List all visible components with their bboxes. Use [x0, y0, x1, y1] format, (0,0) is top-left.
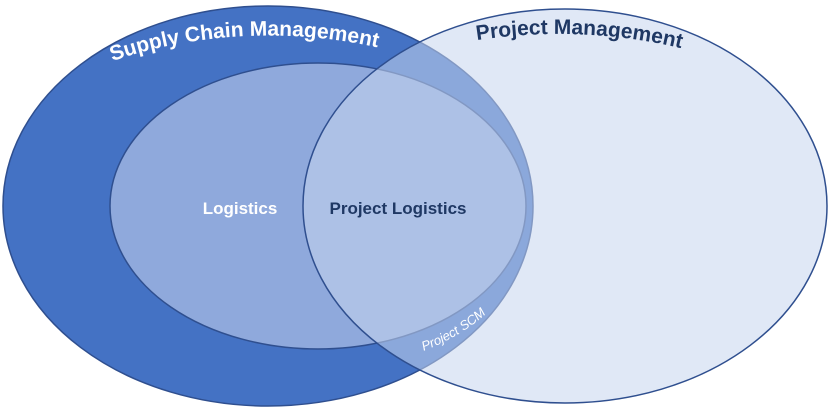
project-logistics-label: Project Logistics [330, 199, 467, 218]
pm-ellipse [302, 8, 828, 404]
logistics-label: Logistics [203, 199, 278, 218]
